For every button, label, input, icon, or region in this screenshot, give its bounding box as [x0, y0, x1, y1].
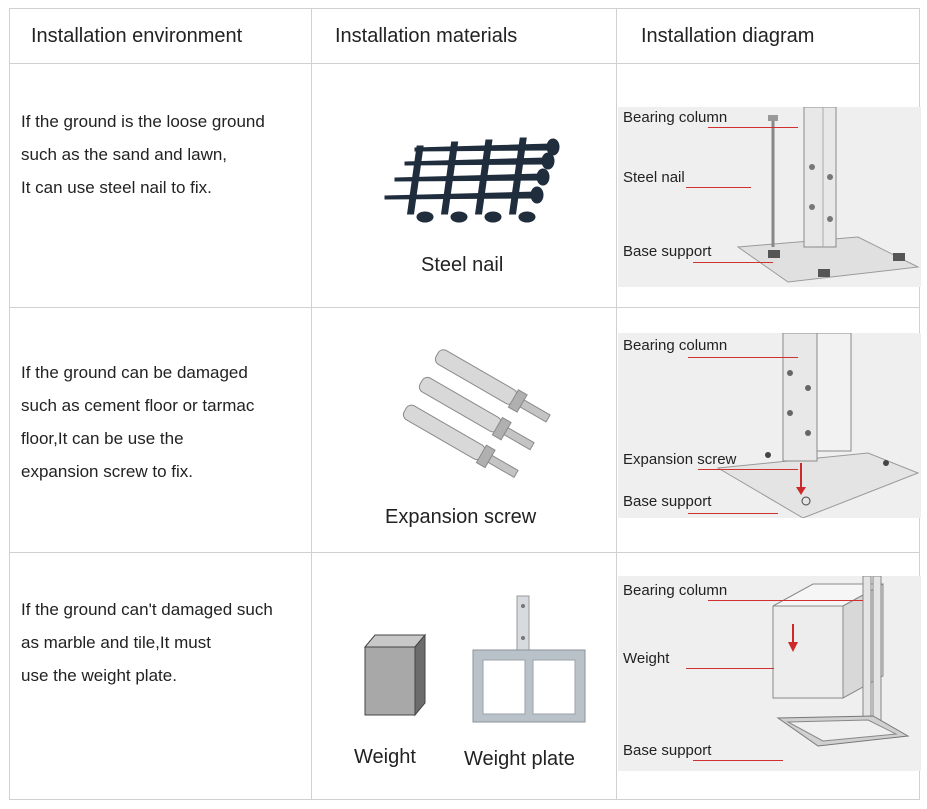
row3-label-bearing-column: Bearing column — [623, 582, 728, 599]
column-divider-2 — [616, 9, 617, 799]
row1-pointer-line — [708, 127, 798, 128]
row3-label-base-support: Base support — [623, 742, 712, 759]
row3-line: as marble and tile,It must — [21, 633, 211, 652]
row2-line: If the ground can be damaged — [21, 363, 248, 382]
row1-label-steel-nail: Steel nail — [623, 169, 685, 186]
expansion-screw-image — [380, 344, 565, 494]
row-divider-1 — [10, 307, 919, 308]
column-divider-1 — [311, 9, 312, 799]
row1-material-caption: Steel nail — [421, 254, 504, 276]
row3-label-weight: Weight — [623, 650, 670, 667]
header-materials: Installation materials — [335, 25, 518, 47]
row2-label-base-support: Base support — [623, 493, 712, 510]
row3-pointer-line — [693, 760, 783, 761]
header-diagram: Installation diagram — [641, 25, 815, 47]
row1-installation-diagram: Bearing column Steel nail Base support — [618, 107, 921, 287]
row3-line: If the ground can't damaged such — [21, 600, 273, 619]
row2-environment-text: If the ground can be damaged such as cem… — [21, 356, 254, 488]
row2-pointer-line — [698, 469, 798, 470]
installation-table: Installation environment Installation ma… — [9, 8, 921, 800]
steel-nail-image — [365, 104, 595, 234]
row1-environment-text: If the ground is the loose ground such a… — [21, 105, 265, 204]
row2-label-expansion-screw: Expansion screw — [623, 451, 737, 468]
row2-line: floor,It can be use the — [21, 429, 184, 448]
row2-line: such as cement floor or tarmac — [21, 396, 255, 415]
row2-material-caption: Expansion screw — [385, 506, 537, 528]
row3-pointer-line — [686, 668, 774, 669]
row1-label-base-support: Base support — [623, 243, 712, 260]
weight-plate-image — [465, 594, 595, 724]
row3-caption-weight-plate: Weight plate — [464, 748, 575, 770]
row2-pointer-line — [688, 513, 778, 514]
row2-line: expansion screw to fix. — [21, 462, 193, 481]
row3-pointer-line — [708, 600, 863, 601]
row1-pointer-line — [686, 187, 751, 188]
weight-block-image — [355, 629, 430, 719]
row1-line: such as the sand and lawn, — [21, 145, 228, 164]
header-environment: Installation environment — [31, 25, 243, 47]
row-divider-2 — [10, 552, 919, 553]
row1-label-bearing-column: Bearing column — [623, 109, 728, 126]
row3-installation-diagram: Bearing column Weight Base support — [618, 576, 921, 771]
row2-pointer-line — [688, 357, 798, 358]
row3-caption-weight: Weight — [354, 746, 416, 768]
row3-environment-text: If the ground can't damaged such as marb… — [21, 593, 273, 692]
header-divider — [10, 63, 919, 64]
row2-installation-diagram: Bearing column Expansion screw Base supp… — [618, 333, 921, 518]
row1-line: If the ground is the loose ground — [21, 112, 265, 131]
row3-line: use the weight plate. — [21, 666, 177, 685]
row2-label-bearing-column: Bearing column — [623, 337, 728, 354]
row1-pointer-line — [693, 262, 773, 263]
row1-line: It can use steel nail to fix. — [21, 178, 212, 197]
